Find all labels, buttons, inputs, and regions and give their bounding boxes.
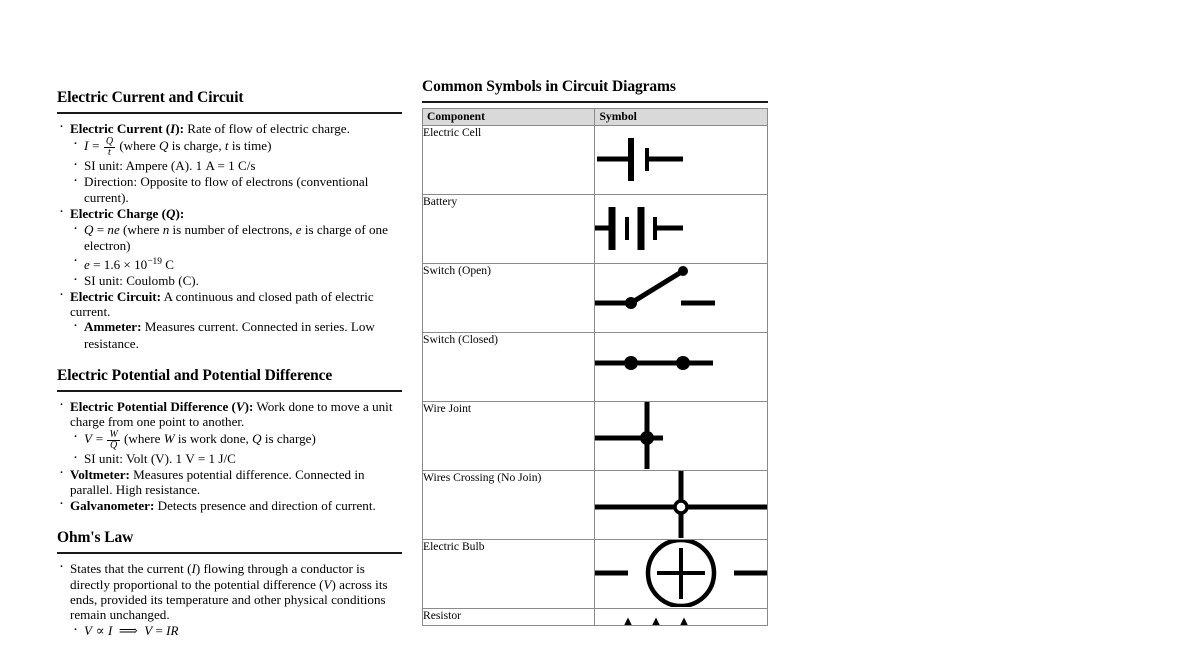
- list-item-voltmeter: Voltmeter: Measures potential difference…: [57, 466, 402, 498]
- cell-symbol-wire-joint: [594, 401, 768, 472]
- cell-component-name: Battery: [421, 194, 596, 265]
- bullet-list-level-2-potential: V = WQ (where W is work done, Q is charg…: [70, 428, 402, 467]
- heading-rule-symbols: [422, 101, 768, 104]
- right-column: Common Symbols in Circuit Diagrams Compo…: [421, 77, 768, 627]
- cell-component-name: Wires Crossing (No Join): [421, 470, 596, 541]
- table-row: Electric Cell: [421, 125, 768, 196]
- heading-rule-3: [57, 552, 402, 555]
- definition-galvanometer: Detects presence and direction of curren…: [157, 497, 376, 513]
- bullet-list-level-1-ohms: States that the current (I) flowing thro…: [57, 560, 402, 639]
- bullet-list-level-2-circuit: Ammeter: Measures current. Connected in …: [70, 318, 402, 351]
- table-row: Resistor: [421, 608, 768, 627]
- list-item-current-direction: Direction: Opposite to flow of electrons…: [70, 173, 402, 206]
- cell-symbol-switch-open: [594, 263, 768, 334]
- table-row: Electric Bulb: [421, 539, 768, 610]
- list-item-ammeter: Ammeter: Measures current. Connected in …: [70, 318, 402, 351]
- list-item-charge-si-unit: SI unit: Coulomb (C).: [70, 272, 402, 289]
- list-item-current-formula: I = Qt (where Q is charge, t is time): [70, 135, 402, 158]
- heading-rule: [57, 112, 402, 115]
- list-item-charge-formula: Q = ne (where n is number of electrons, …: [70, 221, 402, 254]
- definition-electric-current: Rate of flow of electric charge.: [187, 121, 350, 137]
- table-row: Switch (Open): [421, 263, 768, 334]
- left-column: Electric Current and Circuit Electric Cu…: [57, 88, 402, 648]
- page-title-common-symbols: Common Symbols in Circuit Diagrams: [422, 78, 676, 95]
- column-header-symbol: Symbol: [594, 108, 768, 127]
- table-header-row: Component Symbol: [421, 108, 768, 127]
- cell-component-name: Electric Cell: [421, 125, 596, 196]
- column-header-component: Component: [421, 108, 596, 127]
- bullet-list-level-2-ohms: V ∝ I ⟹ V = IR: [70, 621, 402, 639]
- list-item-current-si-unit: SI unit: Ampere (A). 1 A = 1 C/s: [70, 157, 402, 174]
- cell-symbol-electric-cell: [594, 125, 768, 196]
- cell-symbol-wires-crossing: [594, 470, 768, 541]
- cell-component-name: Electric Bulb: [421, 539, 596, 610]
- section-electric-current-and-circuit: Electric Current and Circuit Electric Cu…: [57, 88, 402, 352]
- electric-bulb-symbol: [595, 540, 768, 608]
- table-row: Battery: [421, 194, 768, 265]
- cell-symbol-switch-closed: [594, 332, 768, 403]
- switch-open-symbol: [595, 264, 767, 331]
- term-potential-difference: Electric Potential Difference: [70, 399, 229, 415]
- cell-component-name: Resistor: [421, 608, 596, 627]
- list-item-potential-difference: Electric Potential Difference (V): Work …: [57, 398, 402, 467]
- list-item-electric-current: Electric Current (I): Rate of flow of el…: [57, 120, 402, 207]
- term-ammeter: Ammeter:: [84, 319, 142, 335]
- list-item-voltage-formula: V = WQ (where W is work done, Q is charg…: [70, 428, 402, 451]
- list-item-ohms-formula: V ∝ I ⟹ V = IR: [70, 621, 402, 639]
- section-electric-potential: Electric Potential and Potential Differe…: [57, 366, 402, 513]
- term-electric-current: Electric Current: [70, 121, 163, 137]
- list-item-ohms-statement: States that the current (I) flowing thro…: [57, 560, 402, 639]
- definition-electric-circuit: A continuous and closed path of electric…: [70, 288, 374, 320]
- heading-rule-2: [57, 390, 402, 393]
- switch-closed-symbol: [595, 333, 767, 400]
- bullet-list-level-1: Electric Current (I): Rate of flow of el…: [57, 120, 402, 352]
- page-title-electric-current: Electric Current and Circuit: [57, 89, 244, 106]
- table-row: Wire Joint: [421, 401, 768, 472]
- bullet-list-level-2: I = Qt (where Q is charge, t is time) SI…: [70, 135, 402, 207]
- list-item-voltage-si-unit: SI unit: Volt (V). 1 V = 1 J/C: [70, 450, 402, 467]
- definition-potential-difference: Work done to move a unit charge from one…: [70, 399, 393, 430]
- list-item-electric-circuit: Electric Circuit: A continuous and close…: [57, 288, 402, 352]
- list-item-galvanometer: Galvanometer: Detects presence and direc…: [57, 497, 402, 513]
- resistor-symbol: [595, 609, 767, 626]
- battery-symbol: [595, 195, 767, 262]
- term-galvanometer: Galvanometer:: [70, 497, 155, 513]
- wires-crossing-symbol: [595, 471, 768, 539]
- term-voltmeter: Voltmeter:: [70, 467, 130, 483]
- wire-joint-symbol: [595, 402, 767, 470]
- bullet-list-level-1-potential: Electric Potential Difference (V): Work …: [57, 398, 402, 513]
- page-title-ohms-law: Ohm's Law: [57, 528, 134, 546]
- page-title-electric-potential: Electric Potential and Potential Differe…: [57, 366, 333, 384]
- term-electric-circuit: Electric Circuit:: [70, 288, 162, 304]
- cell-symbol-battery: [594, 194, 768, 265]
- list-item-electric-charge: Electric Charge (Q): Q = ne (where n is …: [57, 205, 402, 289]
- definition-voltmeter: Measures potential difference. Connected…: [70, 467, 365, 498]
- cell-component-name: Switch (Closed): [421, 332, 596, 403]
- electric-cell-symbol: [595, 126, 767, 193]
- bullet-list-level-2-charge: Q = ne (where n is number of electrons, …: [70, 221, 402, 289]
- cell-symbol-electric-bulb: [594, 539, 768, 610]
- definition-ammeter: Measures current. Connected in series. L…: [84, 319, 375, 351]
- document-page: Electric Current and Circuit Electric Cu…: [0, 0, 1191, 626]
- list-item-electron-charge: e = 1.6 × 10−19 C: [70, 253, 402, 273]
- symbols-table: Component Symbol Electric Cell: [421, 108, 768, 627]
- section-ohms-law: Ohm's Law States that the current (I) fl…: [57, 528, 402, 639]
- cell-component-name: Wire Joint: [421, 401, 596, 472]
- term-electric-charge: Electric Charge: [70, 206, 159, 222]
- cell-symbol-resistor: [594, 608, 768, 627]
- cell-component-name: Switch (Open): [421, 263, 596, 334]
- table-row: Switch (Closed): [421, 332, 768, 403]
- table-row: Wires Crossing (No Join): [421, 470, 768, 541]
